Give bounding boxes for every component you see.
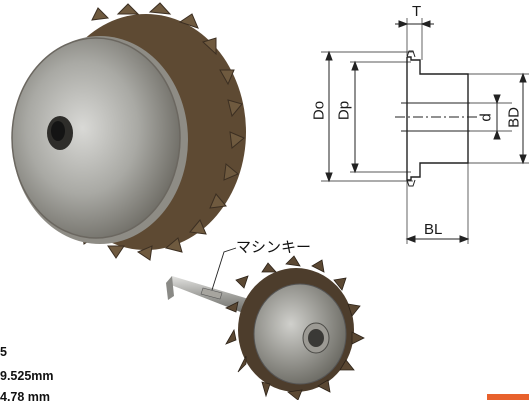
machine-key-label: マシンキー [236,238,312,256]
large-sprocket-face [12,38,180,238]
spec-line-1: 5 [0,345,7,359]
machine-key [200,287,223,300]
dim-label-dp: Dp [335,100,353,121]
corner-badge [487,394,529,400]
dim-label-t: T [412,3,422,20]
dim-label-bd: BD [505,107,523,128]
technical-drawing [321,18,529,244]
dim-label-bl: BL [424,221,443,238]
spec-line-3: 4.78 mm [0,390,51,404]
dim-label-do: Do [310,100,328,121]
small-sprocket-image [166,247,365,400]
spec-line-2: 9.525mm [0,369,54,383]
dim-label-d: d [477,113,495,122]
